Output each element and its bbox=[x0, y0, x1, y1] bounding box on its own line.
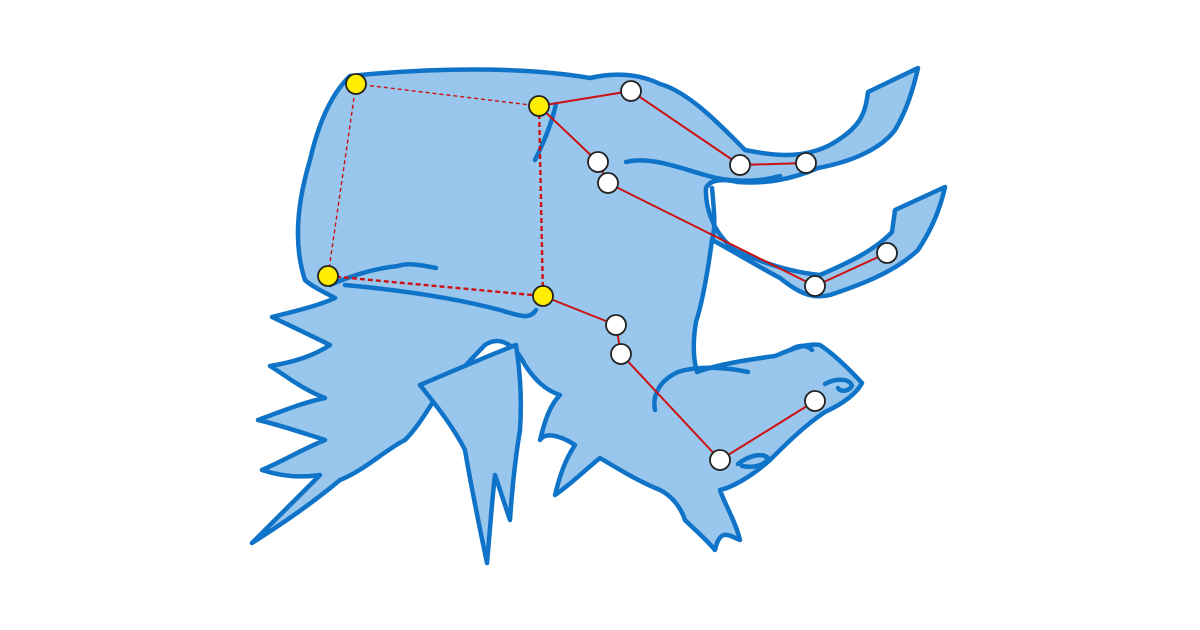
front-leg-fold-line bbox=[623, 158, 783, 183]
star-icon bbox=[804, 390, 826, 412]
constellation-line-s2-s5 bbox=[538, 90, 632, 107]
star-icon bbox=[597, 172, 619, 194]
constellation-line-s5-s6 bbox=[630, 90, 741, 166]
constellation-line-s1-s3 bbox=[327, 83, 357, 277]
winged-horse-silhouette-icon bbox=[249, 65, 948, 566]
wing-root-line bbox=[342, 282, 539, 319]
constellation-line-s3-s4 bbox=[327, 274, 544, 298]
star-icon bbox=[729, 154, 751, 176]
constellation-line-s13-s14 bbox=[620, 353, 721, 461]
square-star-icon bbox=[528, 95, 550, 117]
constellation-line-s4-s12 bbox=[542, 295, 617, 326]
nostril-curl bbox=[822, 377, 855, 393]
star-icon bbox=[709, 449, 731, 471]
square-star-icon bbox=[532, 285, 554, 307]
star-icon bbox=[620, 80, 642, 102]
constellation-line-s6-s7 bbox=[739, 162, 807, 166]
constellation-lines bbox=[327, 83, 888, 461]
square-star-icon bbox=[317, 265, 339, 287]
constellation-stars bbox=[317, 73, 898, 471]
star-icon bbox=[876, 242, 898, 264]
constellation-line-s14-s15 bbox=[719, 400, 816, 461]
eye-curl bbox=[735, 452, 771, 469]
constellation-line-s10-s11 bbox=[814, 252, 888, 287]
horse-body-shape bbox=[249, 65, 948, 553]
star-icon bbox=[795, 152, 817, 174]
ear-line bbox=[787, 343, 815, 353]
constellation-line-s1-s2 bbox=[355, 83, 540, 107]
star-icon bbox=[610, 343, 632, 365]
hind-leg-line bbox=[709, 185, 717, 243]
wing-feathers-shape bbox=[417, 342, 524, 566]
constellation-line-s2-s8 bbox=[538, 105, 599, 163]
star-icon bbox=[605, 314, 627, 336]
star-icon bbox=[804, 275, 826, 297]
star-icon bbox=[587, 151, 609, 173]
muzzle-line bbox=[652, 365, 751, 413]
constellation-line-s9-s10 bbox=[607, 182, 816, 287]
alpha-star-icon bbox=[345, 73, 367, 95]
neck-fold-line bbox=[532, 101, 559, 163]
wing-top-curl bbox=[327, 262, 439, 288]
